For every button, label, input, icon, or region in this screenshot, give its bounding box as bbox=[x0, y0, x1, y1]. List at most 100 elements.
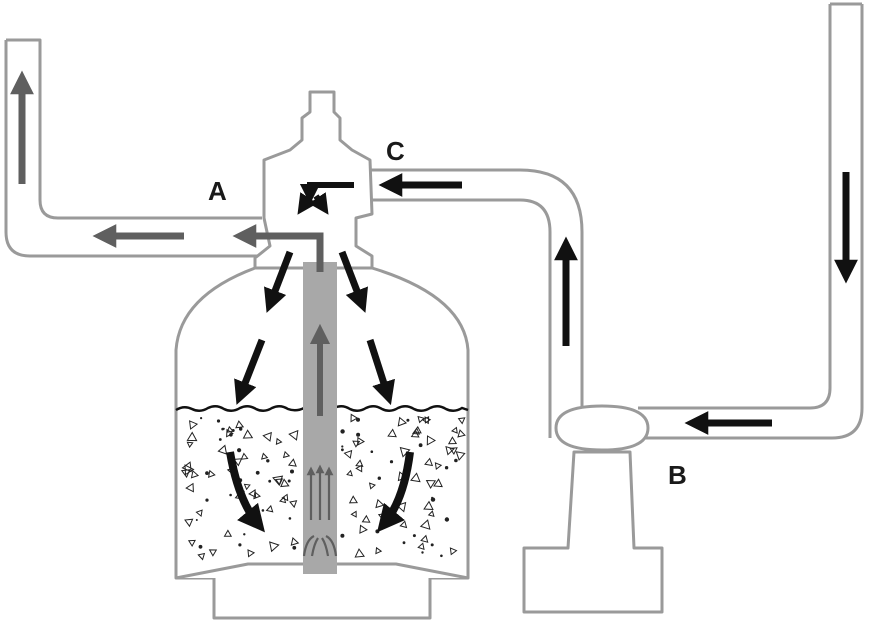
valve-down-arrow-left bbox=[297, 192, 318, 215]
sand-dot bbox=[418, 443, 423, 448]
sand-grain bbox=[260, 452, 269, 460]
sand-grain bbox=[288, 429, 299, 441]
sand-grain bbox=[279, 496, 287, 504]
sand-grain bbox=[187, 539, 196, 547]
sand-dot bbox=[238, 543, 242, 547]
sand-dot bbox=[356, 417, 360, 422]
dirty-water-arrows bbox=[226, 172, 858, 533]
sand-grain bbox=[447, 436, 458, 445]
sand-grain bbox=[235, 420, 245, 429]
sand-grain bbox=[226, 425, 234, 433]
sand-dot bbox=[216, 419, 221, 423]
label-b: B bbox=[668, 460, 687, 490]
sand-dot bbox=[340, 429, 345, 434]
sand-dot bbox=[287, 479, 291, 483]
sand-grain bbox=[350, 510, 357, 518]
sand-grain bbox=[419, 519, 431, 530]
label-a: A bbox=[208, 176, 227, 206]
sand-grain bbox=[421, 415, 430, 425]
sand-dot bbox=[290, 469, 294, 474]
sand-dot bbox=[402, 541, 406, 545]
sand-grain bbox=[417, 542, 425, 551]
clean-water-arrows bbox=[10, 70, 338, 557]
sand-dot bbox=[255, 470, 260, 475]
sand-grain bbox=[449, 547, 458, 556]
pump-inlet-pipe bbox=[638, 2, 864, 440]
sand-grain bbox=[190, 469, 200, 479]
sand-dot bbox=[205, 498, 209, 502]
sand-grain bbox=[352, 440, 361, 448]
sand-grain bbox=[427, 510, 435, 517]
sand-dot bbox=[229, 493, 232, 497]
label-c: C bbox=[386, 136, 405, 166]
sand-grain bbox=[207, 469, 216, 478]
sand-dot bbox=[412, 534, 416, 538]
sand-grain bbox=[265, 504, 274, 513]
tank-inlet-spray-arrows bbox=[234, 250, 395, 406]
sand-grain bbox=[272, 475, 284, 486]
sand-dot bbox=[195, 519, 198, 521]
pump bbox=[522, 404, 664, 614]
sand-grain bbox=[346, 469, 353, 477]
sand-grain bbox=[282, 450, 291, 459]
sand-grain bbox=[195, 509, 203, 518]
sand-dot bbox=[266, 459, 270, 463]
sand-dot bbox=[218, 438, 222, 441]
valve-down-arrow-right bbox=[308, 192, 329, 215]
sand-grain bbox=[387, 428, 397, 438]
multiport-valve bbox=[253, 90, 374, 270]
sand-grain bbox=[181, 461, 192, 473]
sand-dot bbox=[341, 445, 344, 448]
sand-grain bbox=[186, 441, 194, 449]
sand-dot bbox=[261, 509, 265, 512]
sand-grain bbox=[457, 417, 466, 425]
riser-tube bbox=[303, 262, 337, 574]
sand-grain bbox=[197, 552, 206, 561]
sand-grain bbox=[186, 431, 198, 442]
sand-dot bbox=[444, 466, 449, 470]
sand-grain bbox=[343, 449, 353, 459]
sand-dot bbox=[454, 458, 458, 463]
sand-grain bbox=[433, 478, 443, 488]
sand-dot bbox=[421, 551, 424, 554]
riser-pipe-stub bbox=[244, 232, 324, 272]
sand-grain bbox=[350, 413, 359, 423]
sand-grain bbox=[188, 420, 199, 430]
sand-grain bbox=[281, 493, 289, 502]
sand-grain bbox=[289, 500, 298, 509]
sand-grain bbox=[434, 462, 443, 471]
sand-grain bbox=[413, 425, 422, 434]
sand-grain bbox=[253, 491, 261, 500]
sand-grain bbox=[184, 518, 194, 528]
sand-grain bbox=[410, 472, 421, 483]
sand-grain bbox=[208, 549, 218, 557]
sand-grain bbox=[223, 529, 233, 537]
sand-dot bbox=[356, 432, 361, 437]
sand-dot bbox=[205, 471, 209, 475]
sand-grain bbox=[248, 489, 257, 498]
sand-grain bbox=[455, 451, 466, 461]
sand-grain bbox=[180, 469, 191, 479]
sand-dot bbox=[444, 517, 450, 522]
sand-grain bbox=[262, 431, 272, 442]
sand-dot bbox=[406, 418, 410, 422]
sand-dot bbox=[341, 448, 344, 452]
sand-dot bbox=[288, 517, 292, 520]
sand-grain bbox=[274, 478, 284, 486]
sand-dot bbox=[375, 529, 380, 534]
sand-grain bbox=[240, 452, 249, 460]
sand-grain bbox=[217, 444, 228, 455]
sand-dot bbox=[389, 460, 394, 464]
sand-grain bbox=[445, 445, 455, 456]
sand-grain bbox=[426, 435, 436, 446]
sand-grain bbox=[397, 416, 408, 427]
sand-downflow-arrows bbox=[226, 451, 414, 533]
sand-dot bbox=[268, 479, 272, 483]
riser-inflow-arrows bbox=[302, 464, 338, 557]
sand-dot bbox=[292, 545, 297, 550]
sand-dot bbox=[430, 497, 436, 502]
sand-grain bbox=[243, 483, 251, 491]
sand-grain bbox=[354, 548, 366, 558]
